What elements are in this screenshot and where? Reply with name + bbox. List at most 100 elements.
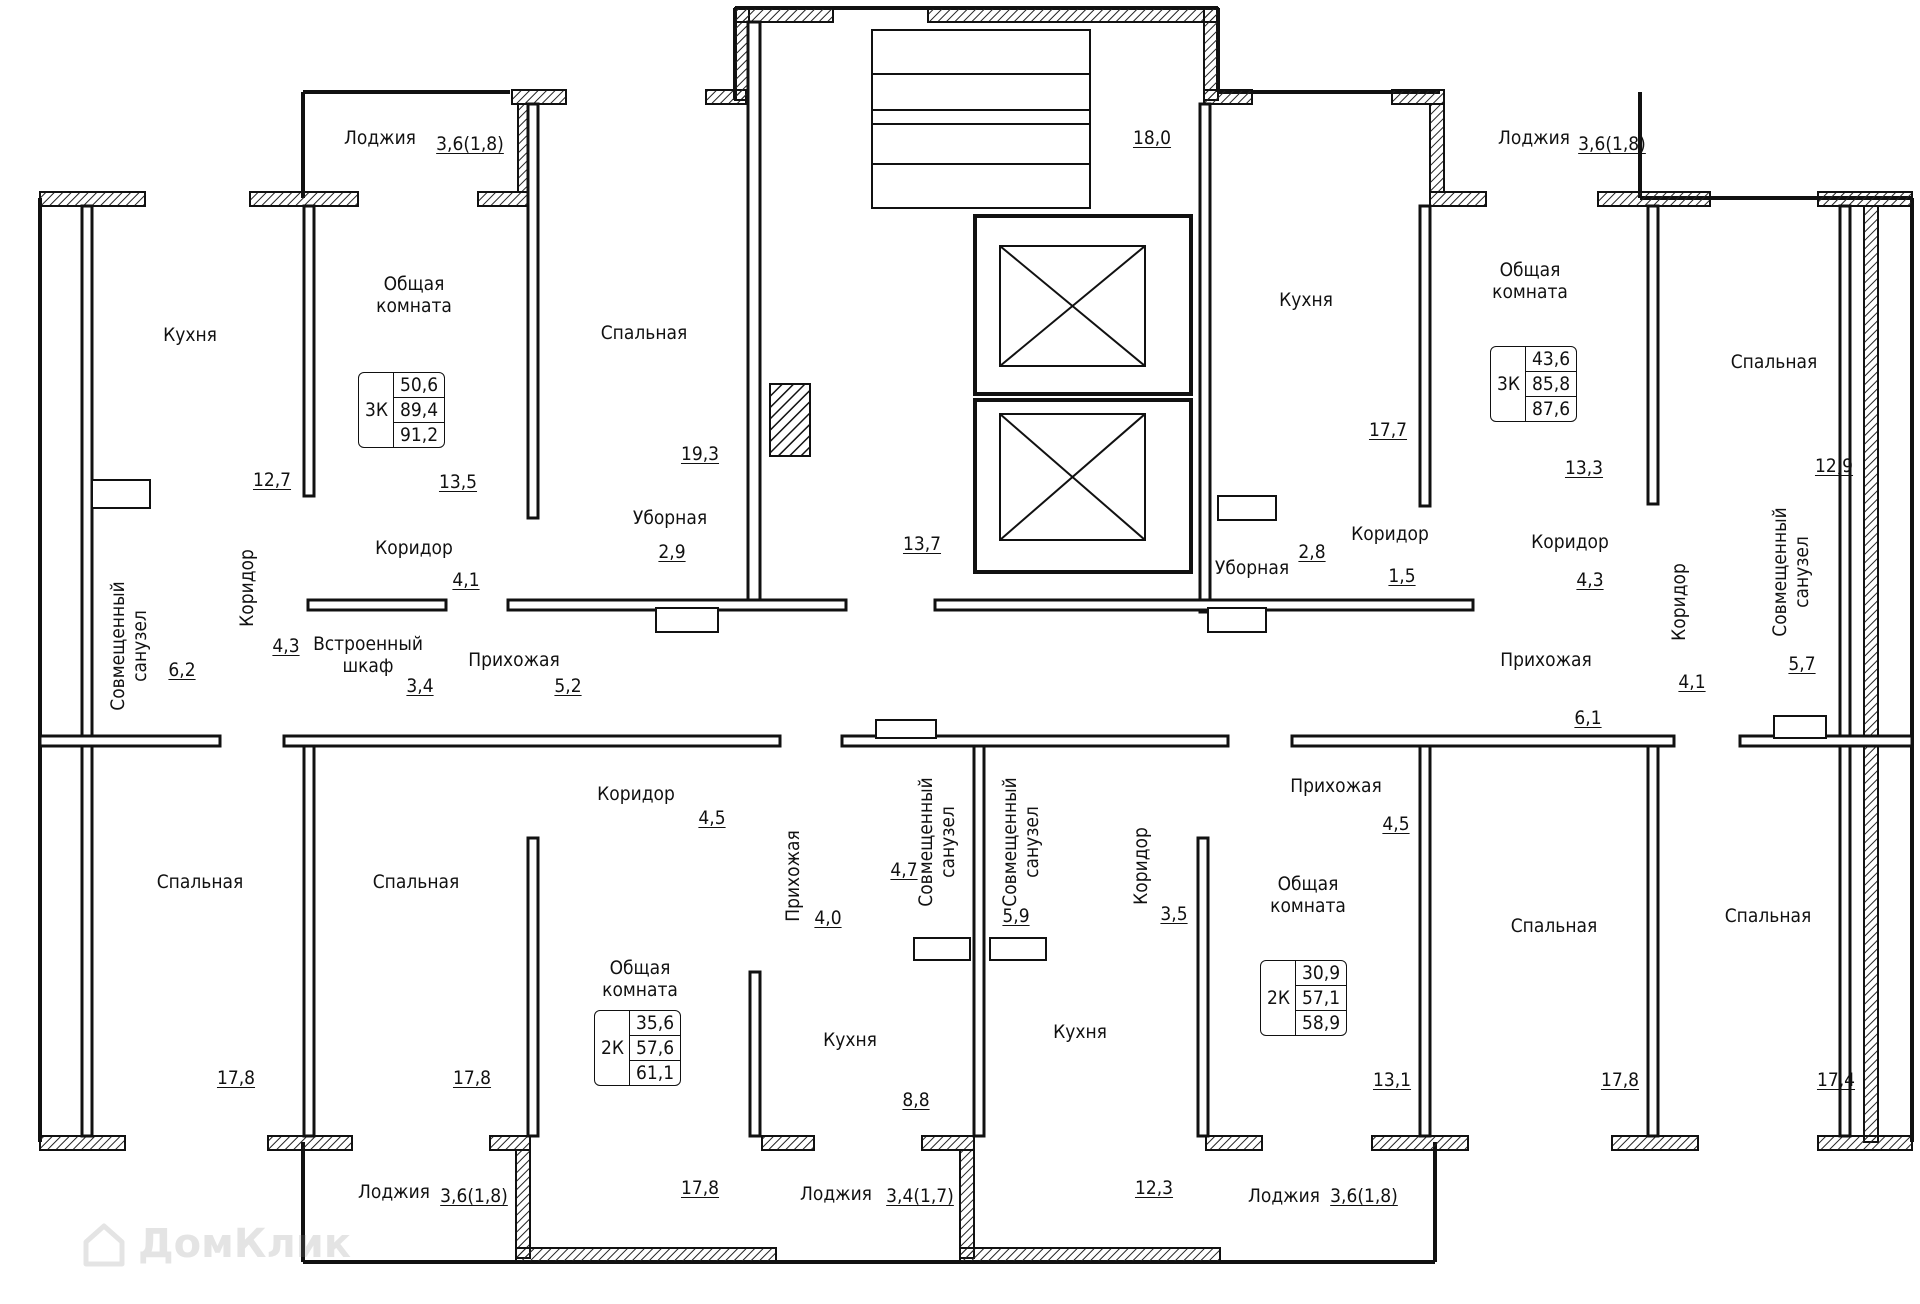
room-label-toilet-tr: Уборная <box>1214 557 1290 579</box>
area-loggia-bl1: 3,6(1,8) <box>440 1185 508 1207</box>
apartment-living-area: 30,9 <box>1302 962 1341 984</box>
apartment-rooms: 2К <box>601 1037 625 1059</box>
area-corridor-tr: 1,5 <box>1388 565 1416 587</box>
area-hall-bl: 4,0 <box>814 907 842 929</box>
room-label-hall-br: Прихожая <box>1290 775 1382 797</box>
area-bed-br2: 17,4 <box>1816 1069 1856 1091</box>
area-stair: 18,0 <box>1132 127 1172 149</box>
room-label-bed-br2: Спальная <box>1724 905 1812 927</box>
apartment-box-tr: 3К 43,6 85,8 87,6 <box>1490 346 1578 422</box>
area-corridor-bl: 4,5 <box>698 807 726 829</box>
area-loggia-br: 3,6(1,8) <box>1330 1185 1398 1207</box>
area-hall-br: 4,5 <box>1382 813 1410 835</box>
area-corridor-tl-v: 4,3 <box>272 635 300 657</box>
room-label-kitchen-tl: Кухня <box>163 324 217 346</box>
apartment-box-tl: 3К 50,6 89,4 91,2 <box>358 372 446 448</box>
area-toilet-tr: 2,8 <box>1298 541 1326 563</box>
room-label-kitchen-br: Кухня <box>1053 1021 1107 1043</box>
area-bed-tl: 19,3 <box>680 443 720 465</box>
apartment-living-area: 50,6 <box>400 374 439 396</box>
area-kitchen-tr: 17,7 <box>1368 419 1408 441</box>
room-label-common-bl: Общая комната <box>602 957 678 1001</box>
area-bed-bl1: 17,8 <box>216 1067 256 1089</box>
room-label-hall-tr: Прихожая <box>1500 649 1592 671</box>
room-label-corridor-tr-v: Коридор <box>1668 563 1691 641</box>
area-corridor-tr2: 4,3 <box>1576 569 1604 591</box>
apartment-rooms: 3К <box>365 399 389 421</box>
room-label-corridor-tl: Коридор <box>375 537 453 559</box>
area-bed-tr: 12,9 <box>1814 455 1854 477</box>
room-label-bath-br: Совмещенный санузел <box>999 777 1043 907</box>
area-hall-tl: 5,2 <box>554 675 582 697</box>
insulated-walls <box>39 7 1913 1263</box>
ventilation-block <box>769 383 811 457</box>
room-label-bed-tr: Спальная <box>1730 351 1818 373</box>
apartment-total-with-loggia: 61,1 <box>630 1060 681 1085</box>
room-label-loggia-tl: Лоджия <box>344 127 416 149</box>
area-common-br: 13,1 <box>1372 1069 1412 1091</box>
room-label-loggia-tr: Лоджия <box>1498 127 1570 149</box>
room-label-corridor-tr2: Коридор <box>1531 531 1609 553</box>
area-lobby: 13,7 <box>902 533 942 555</box>
room-label-loggia-br: Лоджия <box>1248 1185 1320 1207</box>
watermark: ДомКлик <box>80 1220 351 1268</box>
apartment-box-br: 2К 30,9 57,1 58,9 <box>1260 960 1348 1036</box>
apartment-living-area: 35,6 <box>636 1012 675 1034</box>
room-label-bath-bl: Совмещенный санузел <box>915 777 959 907</box>
fixtures <box>91 479 1827 961</box>
room-label-common-br: Общая комната <box>1270 873 1346 917</box>
elevator-cars <box>999 245 1146 541</box>
room-label-kitchen-bl: Кухня <box>823 1029 877 1051</box>
area-loggia-tl: 3,6(1,8) <box>436 133 504 155</box>
room-label-bath-tl: Совмещенный санузел <box>107 581 151 711</box>
room-label-bed-bl1: Спальная <box>156 871 244 893</box>
area-bed-bl2: 17,8 <box>452 1067 492 1089</box>
area-bed-br1: 17,8 <box>1600 1069 1640 1091</box>
area-corridor-tr-v: 4,1 <box>1678 671 1706 693</box>
area-toilet-tl: 2,9 <box>658 541 686 563</box>
room-label-bed-tl: Спальная <box>600 322 688 344</box>
room-label-corridor-br-v: Коридор <box>1130 827 1153 905</box>
staircase <box>871 29 1091 209</box>
area-common-tl: 13,5 <box>438 471 478 493</box>
area-corridor-br-v: 3,5 <box>1160 903 1188 925</box>
apartment-total-with-loggia: 87,6 <box>1526 396 1577 421</box>
interior-walls <box>38 20 1914 1138</box>
area-bath-br: 5,9 <box>1002 905 1030 927</box>
apartment-living-area: 43,6 <box>1532 348 1571 370</box>
area-corridor-tl: 4,1 <box>452 569 480 591</box>
room-label-bed-br1: Спальная <box>1510 915 1598 937</box>
apartment-total-area: 85,8 <box>1526 371 1577 396</box>
watermark-text: ДомКлик <box>138 1221 351 1267</box>
apartment-total-area: 89,4 <box>394 397 445 422</box>
apartment-box-bl: 2К 35,6 57,6 61,1 <box>594 1010 682 1086</box>
house-icon <box>83 1223 125 1267</box>
room-label-closet: Встроенный шкаф <box>313 633 423 677</box>
room-label-kitchen-tr: Кухня <box>1279 289 1333 311</box>
area-bath-bl: 4,7 <box>890 859 918 881</box>
area-common-tr: 13,3 <box>1564 457 1604 479</box>
area-kitchen-br: 12,3 <box>1134 1177 1174 1199</box>
elevator-shafts <box>973 214 1193 574</box>
apartment-total-with-loggia: 91,2 <box>394 422 445 447</box>
room-label-toilet-tl: Уборная <box>632 507 708 529</box>
room-label-corridor-bl: Коридор <box>597 783 675 805</box>
room-label-loggia-bl1: Лоджия <box>358 1181 430 1203</box>
room-label-corridor-tr: Коридор <box>1351 523 1429 545</box>
room-label-hall-bl: Прихожая <box>782 830 805 922</box>
apartment-total-area: 57,6 <box>630 1035 681 1060</box>
area-common-bl: 17,8 <box>680 1177 720 1199</box>
apartment-total-area: 57,1 <box>1296 985 1347 1010</box>
room-label-bath-tr: Совмещенный санузел <box>1769 507 1813 637</box>
room-label-corridor-tl-v: Коридор <box>236 549 259 627</box>
apartment-rooms: 2К <box>1267 987 1291 1009</box>
room-label-hall-tl: Прихожая <box>468 649 560 671</box>
apartment-total-with-loggia: 58,9 <box>1296 1010 1347 1035</box>
room-label-common-tr: Общая комната <box>1492 259 1568 303</box>
area-kitchen-tl: 12,7 <box>252 469 292 491</box>
area-hall-tr: 6,1 <box>1574 707 1602 729</box>
room-label-loggia-bl2: Лоджия <box>800 1183 872 1205</box>
area-loggia-bl2: 3,4(1,7) <box>886 1185 954 1207</box>
area-kitchen-bl: 8,8 <box>902 1089 930 1111</box>
